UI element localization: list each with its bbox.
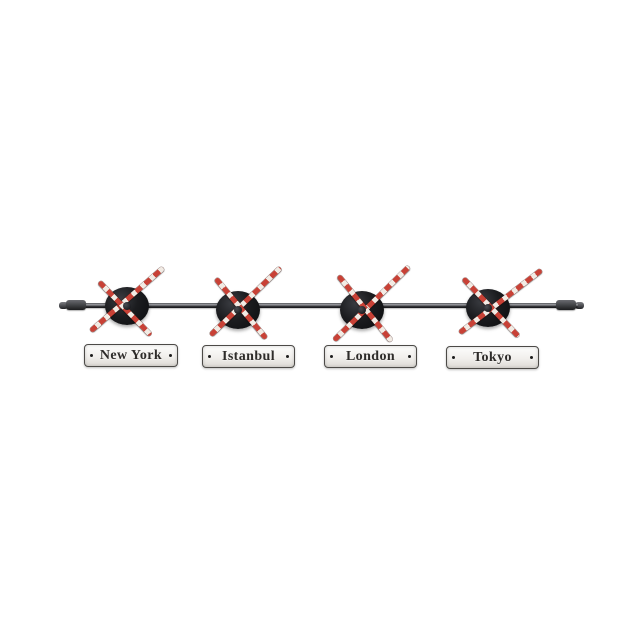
clock-hub-icon xyxy=(234,306,242,314)
clock-hub-icon xyxy=(123,302,131,310)
rod-end-cap-right xyxy=(556,300,576,310)
rod-end-cap-left xyxy=(66,300,86,310)
city-label: London xyxy=(345,349,396,364)
city-label: New York xyxy=(99,348,163,363)
city-plate-tokyo: Tokyo xyxy=(446,346,539,369)
rivet-icon xyxy=(286,355,289,358)
rivet-icon xyxy=(208,355,211,358)
city-plate-istanbul: Istanbul xyxy=(202,345,295,368)
rivet-icon xyxy=(452,356,455,359)
rod-tip-left xyxy=(59,302,68,309)
city-plate-new-york: New York xyxy=(84,344,178,367)
city-label: Tokyo xyxy=(473,350,512,365)
rivet-icon xyxy=(530,356,533,359)
clock-rod xyxy=(68,303,578,308)
rivet-icon xyxy=(330,355,333,358)
rivet-icon xyxy=(408,355,411,358)
city-plate-london: London xyxy=(324,345,417,368)
city-label: Istanbul xyxy=(221,349,275,364)
clock-hub-icon xyxy=(358,306,366,314)
rod-tip-right xyxy=(575,302,584,309)
rivet-icon xyxy=(169,354,172,357)
rivet-icon xyxy=(90,354,93,357)
clock-hub-icon xyxy=(484,304,492,312)
